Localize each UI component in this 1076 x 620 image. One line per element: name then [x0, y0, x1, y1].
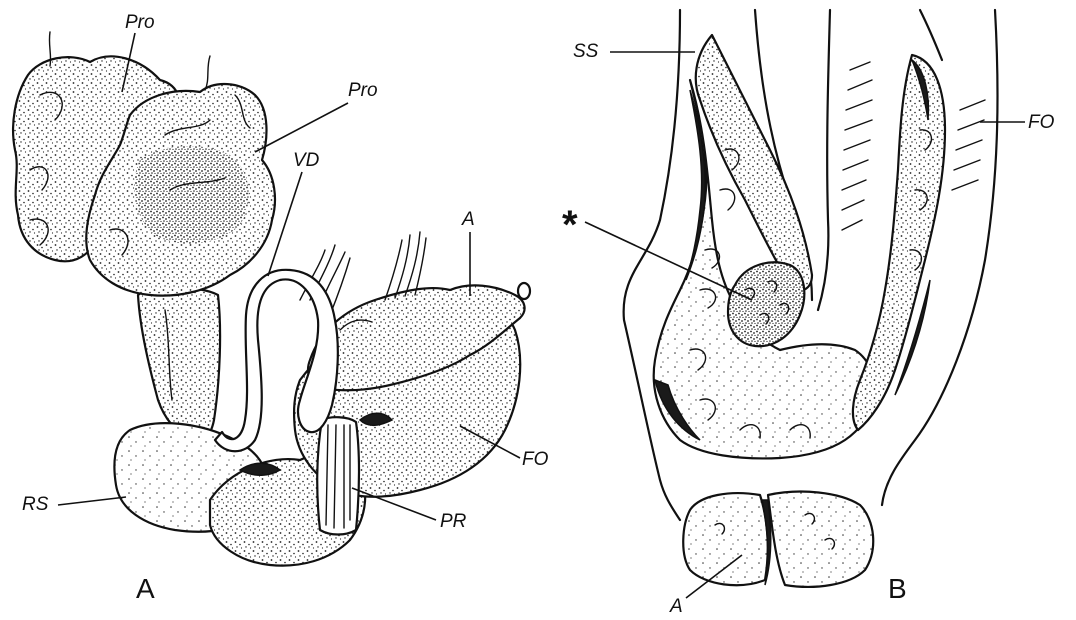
a-gland-nipple	[518, 283, 530, 299]
papilla	[728, 262, 804, 346]
vas-deferens	[215, 270, 338, 451]
label-pro-left: Pro	[125, 12, 155, 33]
label-ss: SS	[573, 41, 599, 62]
leader-pro-right	[255, 103, 348, 152]
label-rs: RS	[22, 494, 49, 515]
panel-b: SS FO * A B	[562, 10, 1055, 617]
b-a-gland-left	[683, 493, 767, 585]
panel-label-a: A	[136, 573, 155, 604]
leader-rs	[58, 497, 126, 505]
panel-a: Pro Pro VD A FO RS PR A	[13, 12, 549, 604]
outer-sheath	[624, 10, 680, 520]
leader-star	[585, 222, 752, 300]
label-a: A	[461, 209, 475, 230]
panel-label-b: B	[888, 573, 907, 604]
label-pr: PR	[440, 511, 467, 532]
b-a-gland-right	[768, 492, 873, 587]
prostate-right-core	[134, 146, 249, 244]
right-wall	[853, 55, 945, 430]
duct-column	[138, 288, 220, 442]
label-pro-right: Pro	[348, 80, 378, 101]
label-star: *	[562, 203, 578, 247]
label-fo-b: FO	[1028, 112, 1055, 133]
pr-muscle	[317, 417, 359, 534]
label-a-b: A	[669, 596, 683, 617]
label-fo: FO	[522, 449, 549, 470]
label-vd: VD	[293, 150, 320, 171]
